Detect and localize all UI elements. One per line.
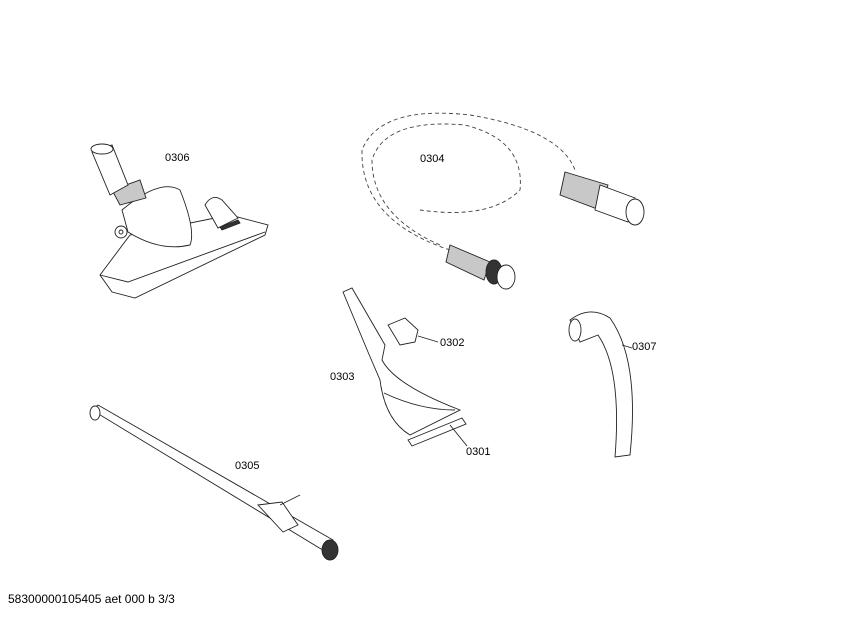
- upholstery-nozzle-drawing: [342, 287, 462, 436]
- clip-drawing: [387, 317, 439, 346]
- part-label-0302[interactable]: 0302: [440, 337, 465, 349]
- floor-nozzle-drawing: [90, 143, 269, 299]
- brush-strip-drawing: [407, 417, 468, 447]
- part-label-0305[interactable]: 0305: [235, 460, 260, 472]
- handle-bend-drawing: [568, 311, 633, 458]
- part-label-0301[interactable]: 0301: [466, 446, 491, 458]
- part-label-0303[interactable]: 0303: [330, 371, 355, 383]
- part-label-0306[interactable]: 0306: [165, 152, 190, 164]
- part-label-0304[interactable]: 0304: [420, 153, 445, 165]
- part-label-0307[interactable]: 0307: [632, 341, 657, 353]
- telescopic-tube-drawing: [89, 404, 339, 561]
- drawing-reference-footer: 58300000105405 aet 000 b 3/3: [8, 592, 175, 606]
- suction-hose-drawing: [361, 112, 645, 290]
